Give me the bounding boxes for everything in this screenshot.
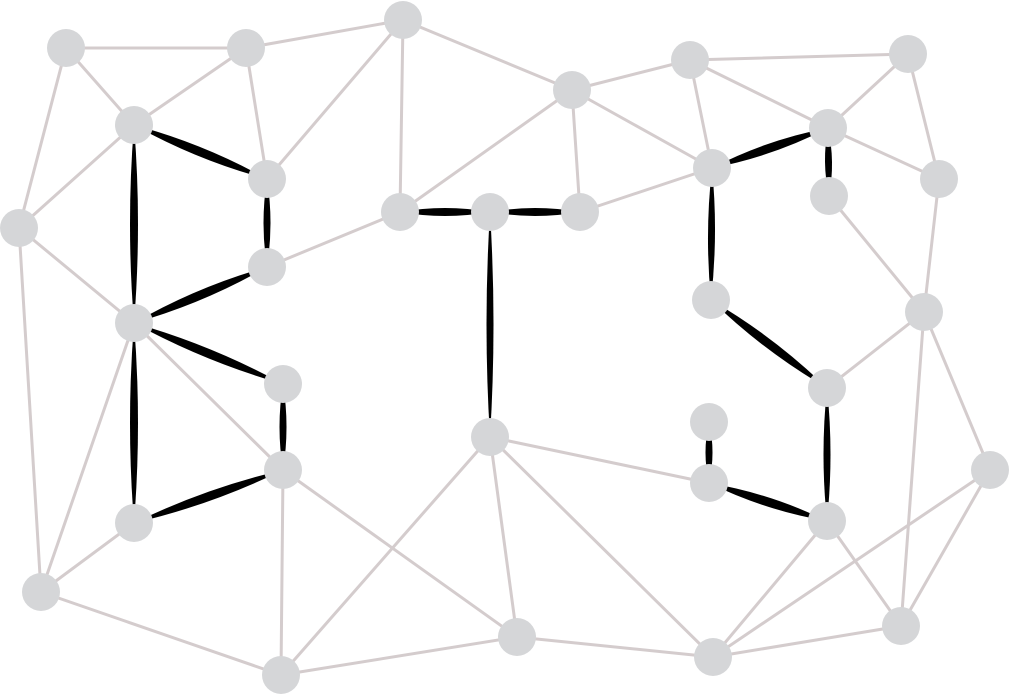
graph-node — [694, 638, 732, 676]
light-edge — [515, 635, 715, 659]
light-edge — [578, 166, 714, 214]
graph-node — [498, 618, 536, 656]
light-edge — [688, 58, 830, 130]
heavy-edge — [130, 323, 138, 523]
graph-node — [264, 365, 302, 403]
light-edge — [825, 310, 926, 390]
light-edge — [39, 321, 136, 594]
graph-node — [671, 41, 709, 79]
heavy-edge — [709, 483, 827, 521]
graph-node — [808, 502, 846, 540]
light-edge — [570, 58, 692, 92]
heavy-edge — [134, 470, 283, 523]
heavy-edge-layer — [130, 125, 833, 523]
light-edge — [711, 519, 829, 659]
graph-node — [693, 149, 731, 187]
light-edge — [398, 88, 574, 214]
light-edge — [17, 226, 43, 594]
light-edge — [281, 468, 519, 639]
heavy-edge — [712, 128, 828, 168]
graph-node — [809, 109, 847, 147]
light-edge-layer — [17, 18, 992, 677]
graph-node — [262, 656, 300, 694]
graph-node — [971, 451, 1009, 489]
heavy-edge — [490, 208, 580, 216]
light-edge — [899, 468, 992, 628]
light-edge — [711, 468, 992, 659]
heavy-edge — [707, 168, 716, 300]
light-edge — [132, 46, 248, 127]
light-edge — [826, 126, 941, 181]
graph-node — [115, 106, 153, 144]
graph-node — [690, 403, 728, 441]
heavy-edge — [486, 212, 494, 437]
graph-node — [561, 193, 599, 231]
light-edge — [279, 435, 492, 677]
light-edge — [244, 18, 405, 50]
graph-node — [889, 35, 927, 73]
light-edge — [265, 18, 405, 181]
graph-node — [47, 29, 85, 67]
light-edge — [488, 435, 711, 485]
graph-node — [692, 281, 730, 319]
light-edge — [570, 88, 582, 214]
light-edge — [711, 624, 903, 659]
heavy-edge — [823, 388, 831, 521]
graph-node — [882, 607, 920, 645]
heavy-edge — [711, 300, 827, 388]
light-edge — [688, 52, 910, 62]
light-edge — [244, 46, 269, 181]
light-edge — [825, 519, 903, 628]
light-edge — [401, 18, 574, 92]
light-edge — [132, 321, 285, 472]
graph-node — [227, 29, 265, 67]
graph-node — [115, 504, 153, 542]
light-edge — [39, 590, 283, 677]
graph-node — [384, 1, 422, 39]
light-edge — [899, 310, 926, 628]
light-edge — [17, 123, 136, 230]
graph-node — [690, 464, 728, 502]
light-edge — [827, 194, 926, 314]
light-edge — [488, 435, 519, 639]
heavy-edge — [134, 323, 283, 384]
graph-node — [810, 177, 848, 215]
light-edge — [488, 435, 715, 659]
light-edge — [922, 177, 941, 314]
heavy-edge — [134, 267, 267, 323]
heavy-edge — [263, 179, 271, 267]
graph-node — [471, 418, 509, 456]
heavy-edge — [130, 125, 138, 323]
light-edge — [39, 521, 136, 594]
graph-node — [553, 71, 591, 109]
graph-node — [905, 293, 943, 331]
light-edge — [279, 468, 285, 677]
heavy-edge — [279, 384, 287, 470]
graph-node — [808, 369, 846, 407]
graph-node — [264, 451, 302, 489]
graph-node — [22, 573, 60, 611]
heavy-edge — [134, 125, 267, 179]
light-edge — [398, 18, 405, 214]
graph-node — [115, 304, 153, 342]
graph-node — [920, 160, 958, 198]
light-edge — [906, 52, 941, 181]
light-edge — [265, 210, 402, 269]
graph-node — [0, 209, 38, 247]
graph-node — [471, 193, 509, 231]
graph-node — [248, 160, 286, 198]
graph-node — [381, 193, 419, 231]
light-edge — [279, 635, 519, 677]
light-edge — [17, 46, 68, 230]
graph-node — [248, 248, 286, 286]
heavy-edge — [400, 208, 490, 216]
light-edge — [17, 226, 136, 325]
light-edge — [922, 310, 992, 472]
light-edge — [570, 88, 714, 170]
